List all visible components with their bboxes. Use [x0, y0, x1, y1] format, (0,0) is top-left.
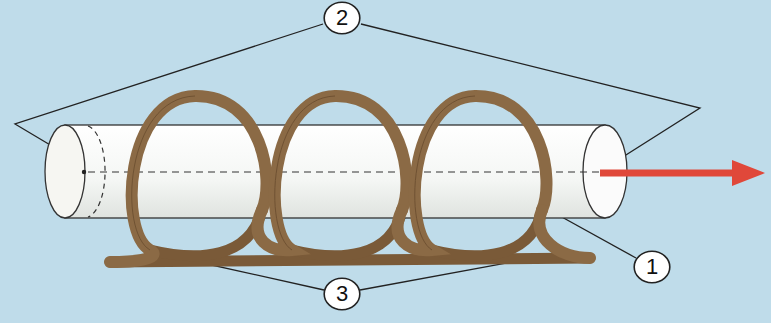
- callout-circle: 2: [323, 1, 361, 35]
- coil-front: [110, 96, 590, 262]
- callout-circle: 1: [633, 250, 671, 284]
- leader-lines: [15, 24, 700, 290]
- direction-arrow: [600, 160, 765, 186]
- callout-number: 1: [633, 256, 671, 278]
- callout-number: 2: [323, 7, 361, 29]
- callout-circle: 3: [323, 277, 361, 311]
- callout-number: 3: [323, 283, 361, 305]
